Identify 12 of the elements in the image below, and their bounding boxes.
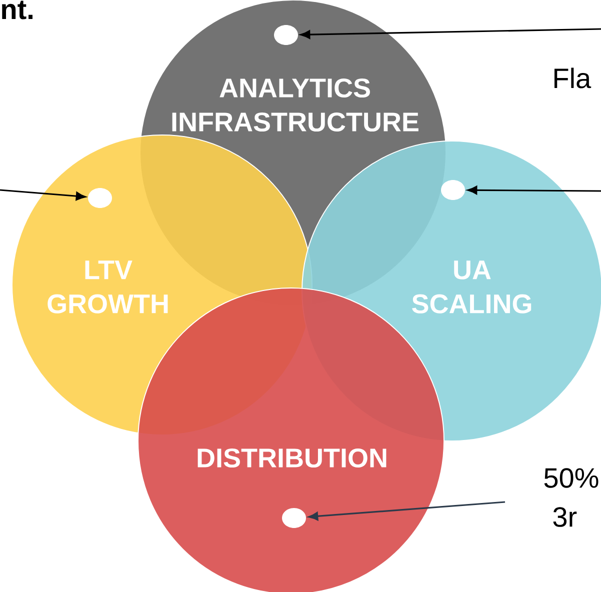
arrow <box>0 189 86 200</box>
callout-text: nt. <box>2 0 32 20</box>
arrow <box>300 28 601 39</box>
dot-marker <box>88 188 112 208</box>
callout-text: Fla <box>554 68 592 88</box>
callout-text: 50% <box>544 468 598 488</box>
arrow <box>308 501 506 521</box>
dot-marker <box>282 508 306 528</box>
dot-marker <box>274 25 298 45</box>
arrow <box>467 186 601 194</box>
callout-text: 3r <box>553 507 577 527</box>
dot-marker <box>441 180 465 200</box>
